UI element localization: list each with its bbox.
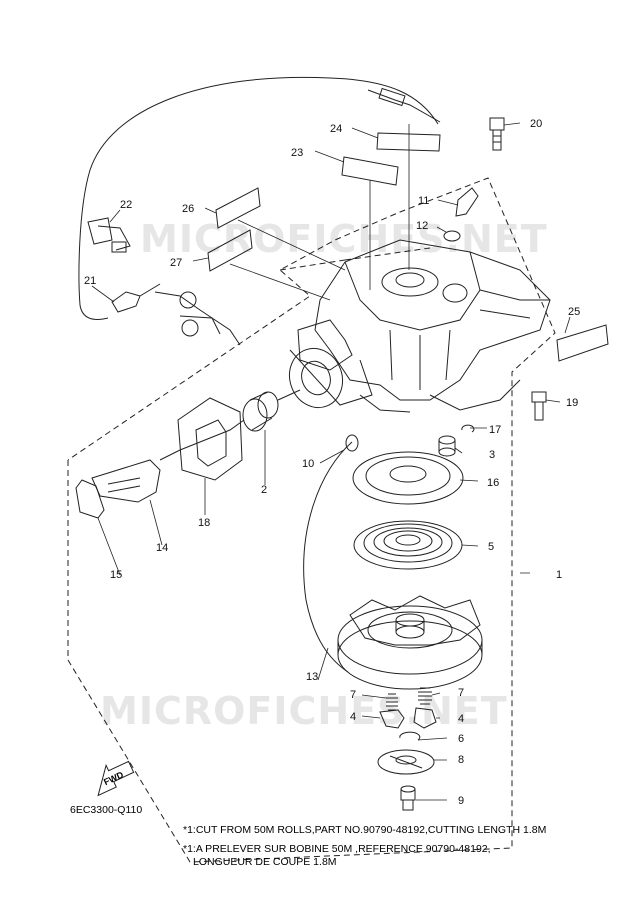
cable-holder-22 [87,217,131,253]
watermark-bottom: MICROFICHES.NET [100,689,508,733]
callout-16: 16 [487,477,499,489]
callout-14: 14 [156,542,168,554]
callout-24: 24 [330,123,342,135]
reel [337,595,483,690]
callout-12: 12 [416,220,428,232]
callout-13: 13 [306,671,318,683]
cable-connector-21 [111,283,161,313]
assembly-outline [67,177,556,863]
cable [78,76,439,320]
callout-23: 23 [291,147,303,159]
callout-2: 2 [261,484,267,496]
fwd-label: FWD [102,769,125,787]
clip-6 [399,731,421,741]
washer-12 [443,230,461,242]
handle-14 [91,459,161,503]
grip-18 [177,397,243,481]
collar-3 [438,435,456,457]
note-line-2: *1:A PRELEVER SUR BOBINE 50M ,REFERENCE … [183,843,491,855]
cable-end-top [367,89,441,123]
rope-to-handle [159,419,245,461]
cam-11 [455,187,479,217]
callout-17: 17 [489,424,501,436]
callout-21: 21 [84,275,96,287]
watermark-top: MICROFICHES.NET [140,217,548,261]
callout-4-right: 4 [458,713,464,725]
callout-7-left: 7 [350,689,356,701]
drive-plate-8 [377,749,435,775]
callout-26: 26 [182,203,194,215]
starter-housing [289,239,551,413]
callout-9: 9 [458,795,464,807]
label-27 [207,229,253,272]
callout-5: 5 [488,541,494,553]
label-26 [215,187,261,229]
sub-outline [279,247,431,271]
spring-7-left [386,693,398,711]
callout-20: 20 [530,118,542,130]
callout-11: 11 [418,195,429,207]
note-line-3: LONGUEUR DE COUPE 1.8M [193,856,337,868]
callout-22: 22 [120,199,132,211]
circlip-17 [461,424,475,433]
bolt-20 [489,117,505,151]
callout-7-right: 7 [458,687,464,699]
callout-3: 3 [489,449,495,461]
callout-25: 25 [568,306,580,318]
spring-7-right [418,687,432,705]
rope-to-housing [277,389,301,401]
callout-4-left: 4 [350,711,356,723]
bolt-9 [400,785,416,811]
clip-15 [75,479,105,519]
spring-5 [353,520,463,570]
label-24 [376,132,441,152]
starter-rope [303,441,353,673]
pawl-4-right [413,707,437,729]
label-23 [341,156,399,186]
fwd-arrow-icon: FWD [97,760,135,797]
callout-6: 6 [458,733,464,745]
callout-18: 18 [198,517,210,529]
plate-16 [352,451,464,505]
callout-10: 10 [302,458,314,470]
bolt-19 [531,391,547,421]
rope-guide-10 [345,434,359,452]
cable-fitting [378,87,406,107]
callout-8: 8 [458,754,464,766]
diagram-code: 6EC3300-Q110 [70,804,143,816]
note-line-1: *1:CUT FROM 50M ROLLS,PART NO.90790-4819… [183,824,547,836]
callout-19: 19 [566,397,578,409]
linkage-rod [154,291,241,346]
callout-27: 27 [170,257,182,269]
label-25 [556,324,609,362]
callout-1: 1 [556,569,562,581]
bushing-2 [242,391,279,432]
leaders [91,122,571,801]
callout-15: 15 [110,569,122,581]
pawl-4-left [379,709,405,729]
